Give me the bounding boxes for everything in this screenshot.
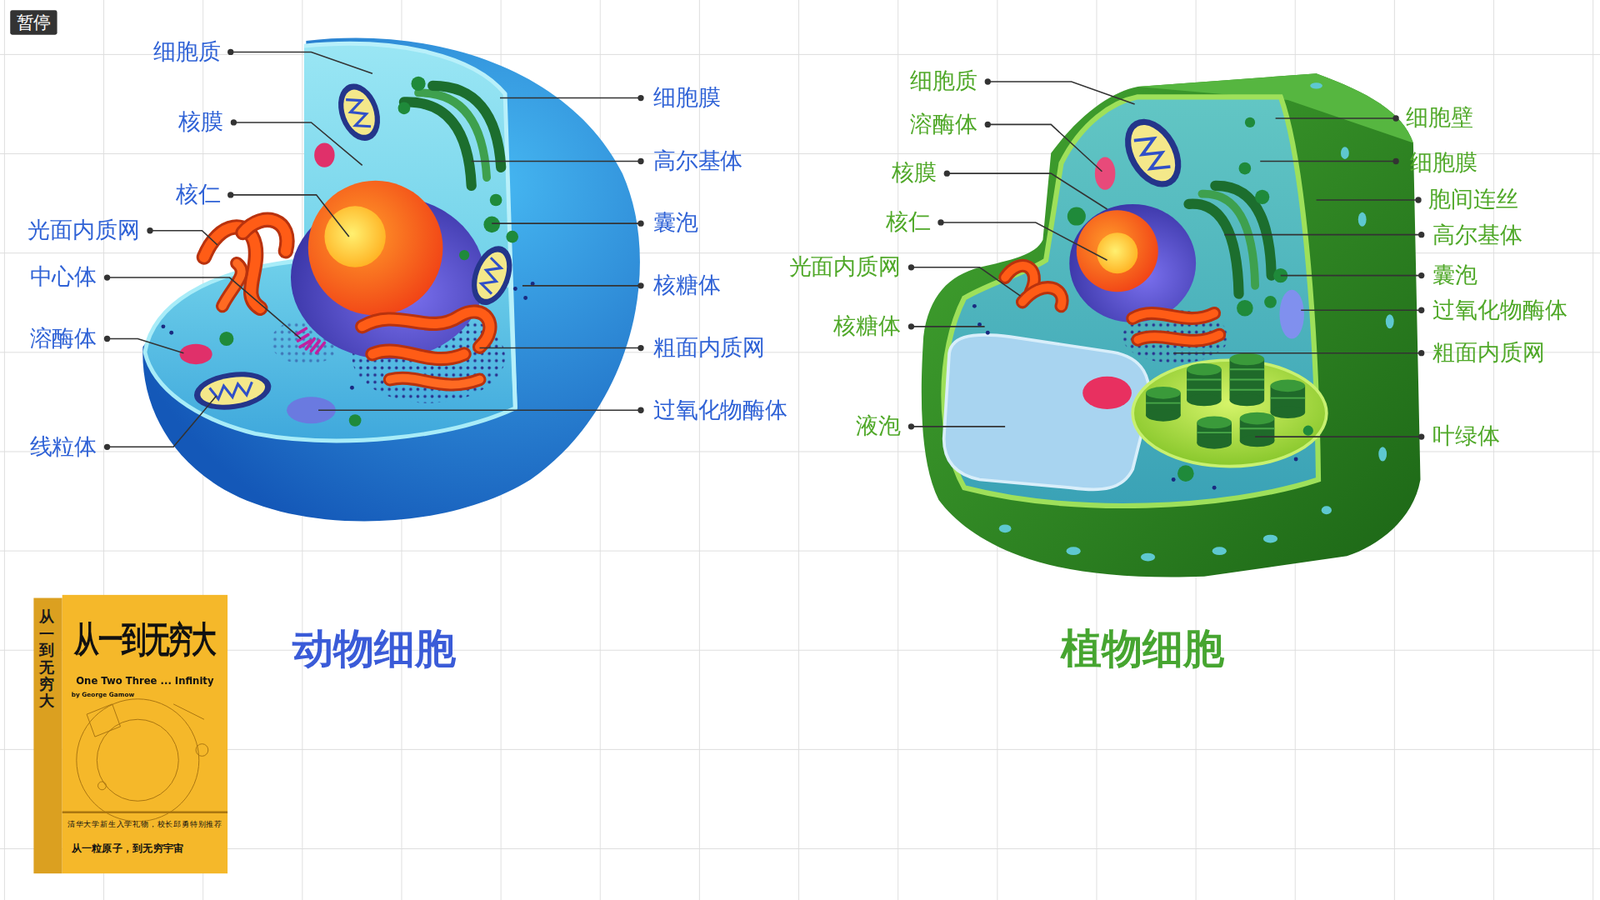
part-label: 核糖体	[833, 313, 901, 340]
part-label: 囊泡	[1432, 261, 1478, 289]
part-label: 溶酶体	[30, 325, 98, 352]
part-label: 粗面内质网	[653, 334, 766, 361]
part-label: 高尔基体	[653, 147, 744, 175]
part-label: 中心体	[30, 264, 98, 291]
cell-title: 动物细胞	[292, 623, 456, 673]
part-label: 细胞膜	[1410, 150, 1478, 177]
part-label: 胞间连丝	[1428, 186, 1519, 214]
part-label: 高尔基体	[1432, 222, 1523, 250]
cell-title: 植物细胞	[1060, 623, 1225, 673]
part-label: 核仁	[175, 181, 221, 209]
part-label: 细胞质	[910, 68, 978, 95]
book-title: 从一到无穷大	[74, 619, 215, 662]
part-label: 核膜	[891, 160, 937, 187]
book-slogan: 从一粒原子，到无穷宇宙	[71, 842, 185, 855]
part-label: 线粒体	[30, 433, 98, 460]
part-label: 过氧化物酶体	[653, 396, 789, 424]
part-label: 核仁	[885, 209, 931, 236]
book-note: 清华大学新生入学礼物，校长邱勇特别推荐	[67, 820, 223, 830]
part-label: 细胞质	[153, 38, 221, 65]
part-label: 叶绿体	[1432, 423, 1500, 450]
part-label: 光面内质网	[789, 254, 902, 281]
part-label: 液泡	[855, 413, 901, 440]
part-label: 过氧化物酶体	[1432, 296, 1568, 324]
part-label: 细胞壁	[1405, 105, 1474, 132]
part-label: 细胞膜	[653, 84, 721, 111]
part-label: 核膜	[178, 109, 224, 136]
part-label: 光面内质网	[27, 217, 140, 245]
pause-badge: 暂停	[10, 10, 57, 35]
part-label: 囊泡	[653, 210, 699, 237]
part-label: 溶酶体	[910, 110, 978, 138]
part-label: 核糖体	[653, 272, 721, 300]
book-spine-title: 从一到无穷大	[39, 608, 55, 710]
book-author: by George Gamow	[71, 690, 135, 699]
book-subtitle: One Two Three ... Infinity	[75, 675, 214, 687]
part-label: 粗面内质网	[1432, 340, 1545, 367]
